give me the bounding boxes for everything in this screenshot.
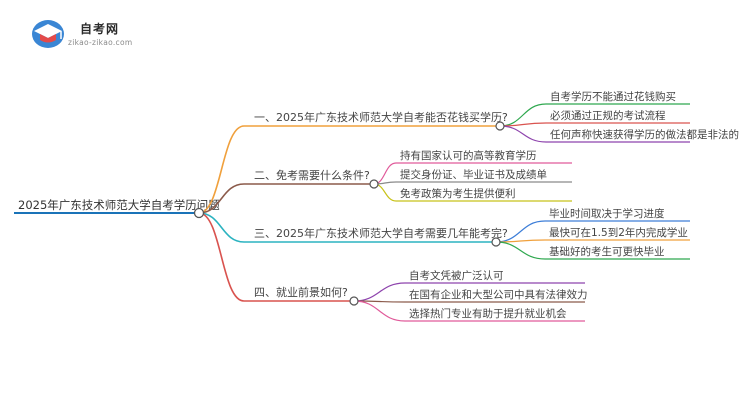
- branch-label-1: 一、2025年广东技术师范大学自考能否花钱买学历?: [254, 110, 508, 124]
- leaf-connector-4-3: [353, 300, 406, 322]
- root-label: 2025年广东技术师范大学自考学历问题: [18, 198, 220, 212]
- branch-node-circle-2: [369, 179, 379, 189]
- root-node-circle: [193, 207, 205, 219]
- leaf-connector-1-3: [499, 125, 547, 143]
- leaf-label-1-2: 必须通过正规的考试流程: [550, 109, 666, 122]
- leaf-label-3-3: 基础好的考生可更快毕业: [549, 245, 665, 258]
- branch-node-circle-1: [495, 121, 505, 131]
- leaf-label-2-1: 持有国家认可的高等教育学历: [400, 149, 537, 162]
- leaf-label-4-2: 在国有企业和大型公司中具有法律效力: [409, 288, 588, 301]
- leaf-label-1-3: 任何声称快速获得学历的做法都是非法的: [550, 128, 739, 141]
- leaf-label-4-3: 选择热门专业有助于提升就业机会: [409, 307, 567, 320]
- branch-connector-2: [198, 183, 245, 214]
- branch-connector-4: [198, 212, 245, 302]
- leaf-connector-4-1: [353, 282, 406, 302]
- leaf-connector-3-3: [495, 241, 546, 260]
- site-name: 自考网: [80, 22, 120, 36]
- leaf-label-3-2: 最快可在1.5到2年内完成学业: [549, 226, 688, 239]
- branch-node-circle-4: [349, 296, 359, 306]
- site-logo[interactable]: 自考网 zikao-zikao.com: [28, 16, 148, 52]
- leaf-label-2-2: 提交身份证、毕业证书及成绩单: [400, 168, 547, 181]
- branch-node-circle-3: [491, 237, 501, 247]
- site-url: zikao-zikao.com: [68, 38, 133, 47]
- branch-label-2: 二、免考需要什么条件?: [254, 168, 370, 182]
- graduation-cap-icon: [32, 20, 64, 48]
- branch-label-3: 三、2025年广东技术师范大学自考需要几年能考完?: [254, 226, 508, 240]
- leaf-label-1-1: 自考学历不能通过花钱购买: [550, 90, 676, 103]
- leaf-label-3-1: 毕业时间取决于学习进度: [549, 207, 665, 220]
- branch-connector-1: [198, 125, 245, 214]
- branch-label-4: 四、就业前景如何?: [254, 285, 348, 299]
- branch-connector-3: [198, 212, 245, 243]
- leaf-label-2-3: 免考政策为考生提供便利: [400, 187, 516, 200]
- leaf-label-4-1: 自考文凭被广泛认可: [409, 269, 504, 282]
